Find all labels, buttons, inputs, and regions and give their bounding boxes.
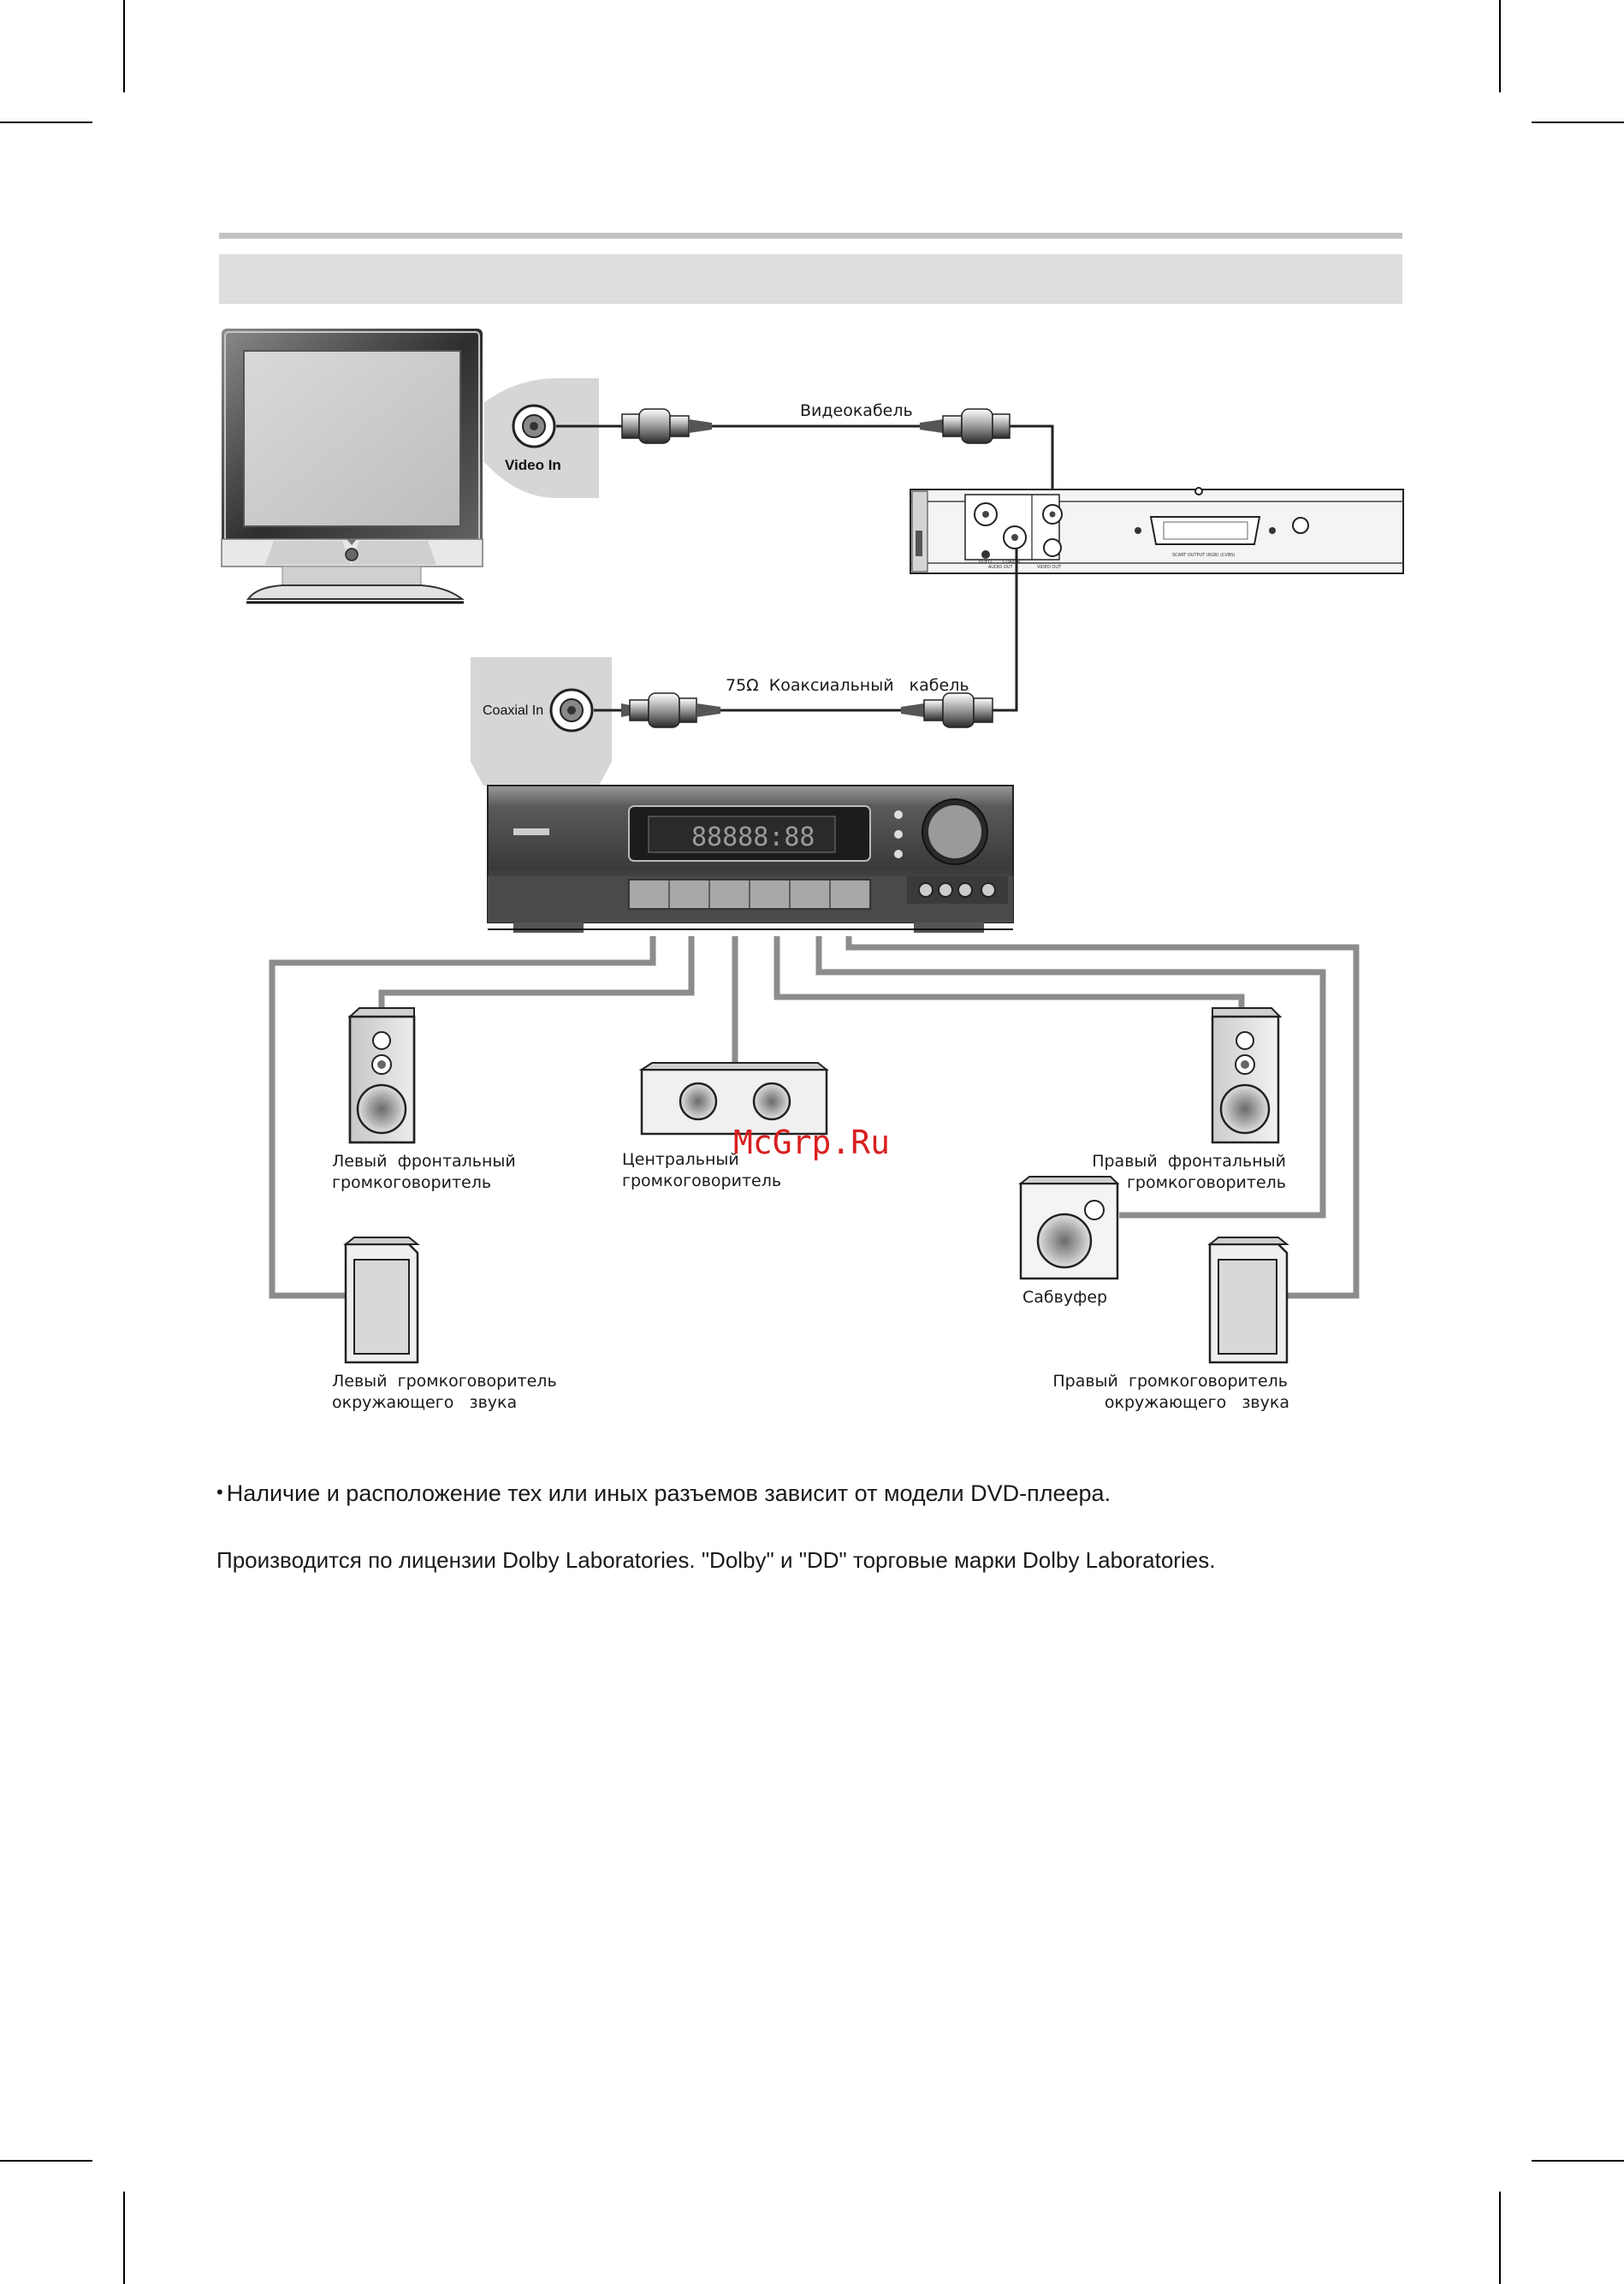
video-cable: Видеокабель [556, 401, 1054, 517]
dvd-scart-label: SCART OUTPUT (RGB) (CVBS) [1172, 553, 1235, 558]
availability-note: •Наличие и расположение тех или иных раз… [216, 1480, 1111, 1507]
video-in-label: Video In [505, 457, 561, 473]
availability-note-text: Наличие и расположение тех или иных разъ… [226, 1480, 1111, 1506]
front-left-speaker: Левый фронтальный громкоговоритель [332, 1007, 516, 1192]
front-left-label-2: громкоговоритель [332, 1173, 491, 1192]
header-rule [219, 233, 1402, 239]
receiver-display: 88888:88 [691, 822, 815, 852]
surround-right-speaker: Правый громкоговоритель окружающего звук… [1052, 1237, 1289, 1412]
tv-set [221, 329, 483, 604]
watermark: McGrp.Ru [733, 1124, 890, 1161]
coaxial-cable: 75Ω Коаксиальный кабель [594, 548, 1018, 728]
subwoofer-label: Сабвуфер [1022, 1288, 1107, 1307]
speaker-wires [269, 936, 1360, 1299]
coaxial-cable-label: 75Ω Коаксиальный кабель [726, 676, 969, 695]
coaxial-in-label: Coaxial In [483, 703, 543, 718]
dvd-player-rear-panel: VIDEO COAXIAL AUDIO OUT VIDEO OUT SCART … [910, 487, 1404, 574]
dvd-coaxial-label: COAXIAL [1003, 560, 1022, 565]
dvd-video-out-label: VIDEO OUT [1037, 565, 1062, 570]
surround-right-label-2: окружающего звука [1105, 1393, 1289, 1412]
dvd-coaxial-jack[interactable] [1003, 525, 1027, 549]
subwoofer: Сабвуфер [1018, 1176, 1120, 1307]
dvd-video-label: VIDEO [978, 560, 992, 565]
video-in-callout: Video In [484, 378, 599, 498]
surround-left-speaker: Левый громкоговоритель окружающего звука [332, 1237, 557, 1412]
surround-left-label-2: окружающего звука [332, 1393, 517, 1412]
volume-knob[interactable] [922, 798, 988, 865]
header-band [219, 254, 1402, 304]
dvd-audio-jack-video[interactable] [974, 502, 998, 526]
surround-left-label-1: Левый громкоговоритель [332, 1372, 557, 1391]
coaxial-in-callout: Coaxial In [471, 657, 612, 786]
center-label-1: Центральный [622, 1150, 739, 1169]
front-right-label-1: Правый фронтальный [1092, 1152, 1286, 1171]
front-right-speaker: Правый фронтальный громкоговоритель [1092, 1007, 1286, 1192]
front-left-label-1: Левый фронтальный [332, 1152, 516, 1171]
bullet-icon: • [216, 1481, 223, 1503]
dvd-scart-connector[interactable] [1149, 516, 1261, 545]
video-cable-label: Видеокабель [800, 401, 913, 420]
dvd-video-out-jack[interactable] [1042, 504, 1063, 525]
dvd-audio-out-label: AUDIO OUT [988, 565, 1014, 570]
front-right-label-2: громкоговоритель [1127, 1173, 1286, 1192]
dvd-screw-icon [1292, 517, 1309, 534]
license-note: Производится по лицензии Dolby Laborator… [216, 1547, 1216, 1573]
center-label-2: громкоговоритель [622, 1172, 781, 1190]
av-receiver: 88888:88 [487, 785, 1014, 933]
surround-right-label-1: Правый громкоговоритель [1052, 1372, 1288, 1391]
center-speaker: Центральный громкоговоритель [622, 1062, 829, 1190]
